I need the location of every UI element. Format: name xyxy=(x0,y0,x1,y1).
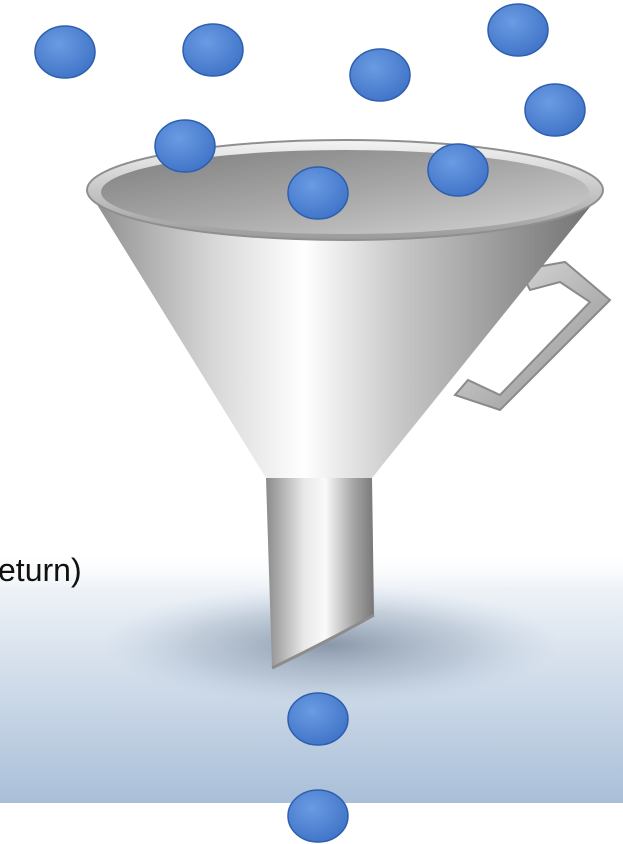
drop-7 xyxy=(427,143,489,197)
drops-top xyxy=(34,3,586,220)
drop-9 xyxy=(287,692,349,746)
drop-5 xyxy=(524,83,586,137)
funnel-cone xyxy=(88,190,602,478)
drops-bottom xyxy=(287,692,349,843)
caption-fragment: eturn) xyxy=(0,552,82,588)
drop-1 xyxy=(34,25,96,79)
funnel-handle xyxy=(453,260,612,412)
drop-3 xyxy=(349,48,411,102)
drop-8 xyxy=(287,166,349,220)
floor-shadow xyxy=(100,585,560,705)
funnel-spout xyxy=(266,478,374,668)
drop-4 xyxy=(487,3,549,57)
drop-2 xyxy=(182,23,244,77)
drop-6 xyxy=(154,119,216,173)
spout-tip-edge xyxy=(271,613,375,670)
drop-10 xyxy=(287,789,349,843)
